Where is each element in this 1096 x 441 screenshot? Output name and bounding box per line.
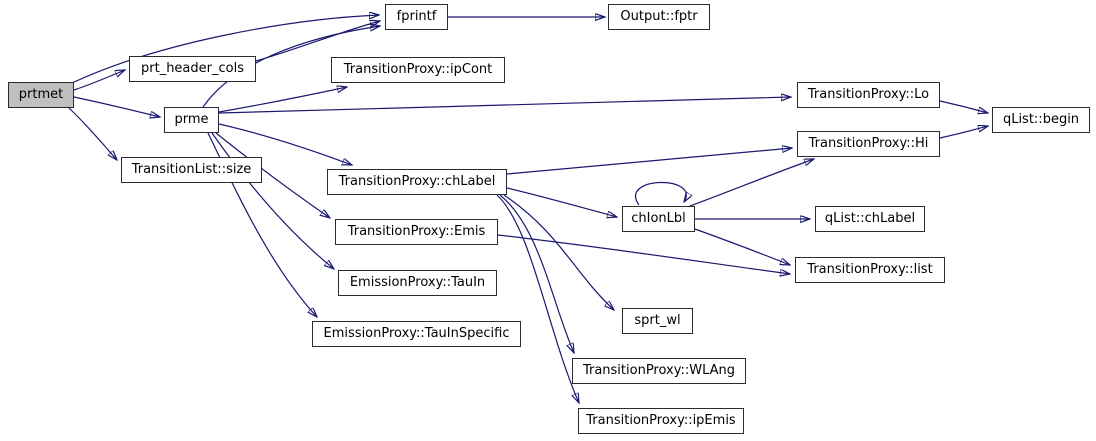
edge-prme-TauInSpecific (207, 132, 317, 317)
node-qlist-begin[interactable]: qList::begin (992, 107, 1090, 133)
node-transitionproxy-wlang[interactable]: TransitionProxy::WLAng (572, 358, 746, 384)
node-transitionproxy-emis[interactable]: TransitionProxy::Emis (335, 219, 498, 245)
edge-chLabel-ipEmis (496, 194, 579, 403)
node-qlist-chlabel[interactable]: qList::chLabel (815, 206, 925, 232)
node-transitionproxy-hi[interactable]: TransitionProxy::Hi (797, 131, 940, 157)
edge-prtmet-size (68, 107, 117, 160)
node-chionlbl[interactable]: chIonLbl (622, 206, 695, 232)
edge-chLabel-sprt_wl (503, 194, 614, 310)
node-prtmet: prtmet (8, 82, 74, 108)
node-emissionproxy-tauinspecific[interactable]: EmissionProxy::TauInSpecific (312, 321, 521, 347)
node-emissionproxy-tauin[interactable]: EmissionProxy::TauIn (338, 270, 497, 296)
edge-prt_header_cols-fprintf (255, 21, 380, 62)
node-transitionproxy-chlabel[interactable]: TransitionProxy::chLabel (327, 169, 507, 195)
edge-Emis-list (497, 234, 790, 274)
edge-chLabel-chIonLbl (506, 187, 617, 217)
node-fprintf[interactable]: fprintf (385, 4, 448, 30)
edge-prtmet-prme (73, 96, 160, 117)
edge-prme-Lo (218, 97, 791, 114)
node-transitionproxy-ipemis[interactable]: TransitionProxy::ipEmis (578, 408, 744, 434)
edge-prme-chLabel (218, 123, 352, 165)
edge-prme-TauIn (211, 132, 334, 269)
edge-chLabel-Hi (506, 148, 792, 175)
edge-chIonLbl-self-loop (635, 181, 687, 206)
edge-prme-fprintf (202, 26, 380, 108)
edge-chIonLbl-list (694, 228, 790, 265)
edge-prme-ipCont (218, 87, 347, 113)
node-prme[interactable]: prme (164, 107, 219, 133)
node-transitionlist-size[interactable]: TransitionList::size (121, 157, 262, 183)
edge-prtmet-prt_header_cols (73, 70, 125, 91)
node-transitionproxy-lo[interactable]: TransitionProxy::Lo (797, 82, 940, 108)
node-prt-header-cols[interactable]: prt_header_cols (129, 56, 256, 82)
node-output-fptr[interactable]: Output::fptr (608, 4, 710, 30)
node-sprt-wl[interactable]: sprt_wl (622, 308, 693, 334)
edge-Lo-begin (939, 100, 988, 113)
edge-prtmet-fprintf (71, 15, 379, 84)
node-transitionproxy-ipcont[interactable]: TransitionProxy::ipCont (331, 57, 505, 83)
edge-chLabel-WLAng (499, 194, 574, 353)
edge-chIonLbl-Hi (689, 159, 814, 207)
node-transitionproxy-list[interactable]: TransitionProxy::list (795, 257, 945, 283)
edge-prme-Emis (215, 132, 330, 218)
edge-Hi-begin (939, 126, 988, 139)
